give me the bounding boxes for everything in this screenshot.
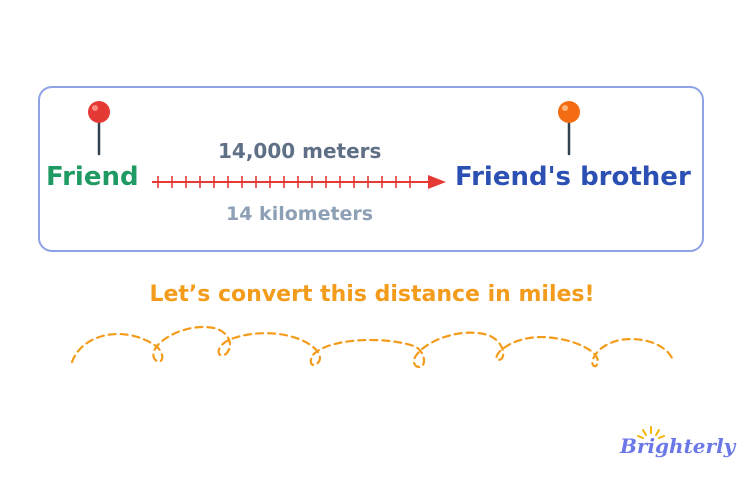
distance-arrow-icon bbox=[152, 175, 446, 189]
convert-prompt: Let’s convert this distance in miles! bbox=[149, 282, 595, 307]
meters-label: 14,000 meters bbox=[218, 139, 382, 163]
distance-card bbox=[38, 86, 704, 252]
brand-sun-icon bbox=[637, 426, 665, 439]
friend-label: Friend bbox=[46, 162, 139, 192]
kilometers-label: 14 kilometers bbox=[226, 203, 374, 225]
brighterly-logo[interactable]: Brighterly bbox=[620, 434, 736, 458]
dashed-loop-decoration bbox=[70, 325, 674, 369]
orange-pin-icon bbox=[558, 101, 580, 156]
red-pin-icon bbox=[88, 101, 110, 156]
brother-label: Friend's brother bbox=[455, 162, 691, 192]
